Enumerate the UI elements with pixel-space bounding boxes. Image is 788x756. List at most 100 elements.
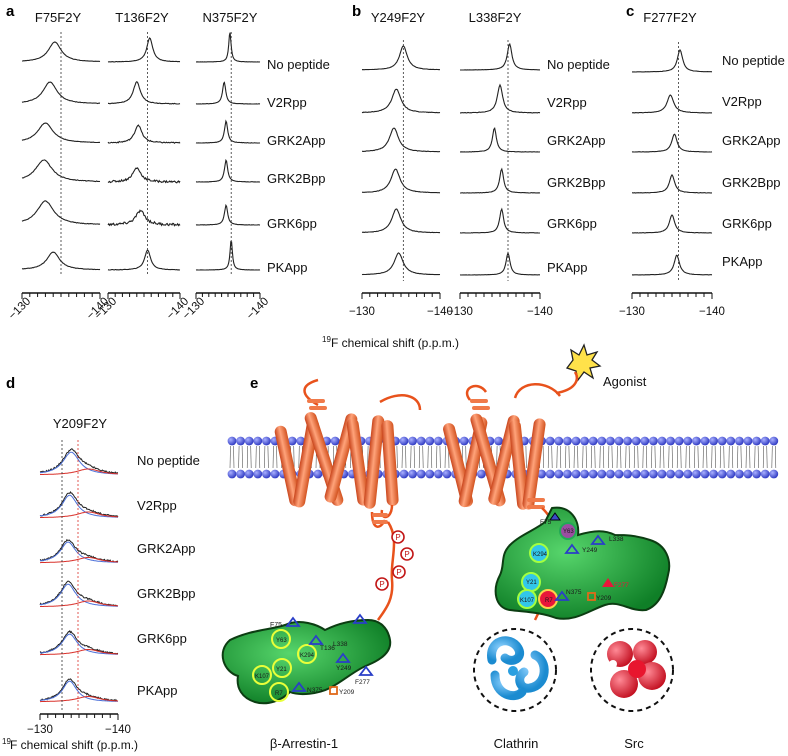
helix-8 xyxy=(527,505,545,509)
spectrum-trace xyxy=(21,159,101,183)
basal-residue-label: Y63 xyxy=(276,638,287,644)
lipid-tail xyxy=(439,445,441,469)
lipid-tail xyxy=(367,445,369,469)
active-residue-label: N375 xyxy=(566,589,582,596)
lipid-head xyxy=(752,469,761,479)
row-label-pkapp: PKApp xyxy=(267,260,307,275)
residue-y209-marker xyxy=(329,686,338,695)
lipid-tail xyxy=(264,445,266,469)
lipid-head xyxy=(545,436,555,446)
lipid-head xyxy=(709,436,718,446)
active-residue-label: Y63 xyxy=(563,529,574,535)
lipid-head xyxy=(408,436,417,446)
lipid-head xyxy=(580,469,589,479)
lipid-head xyxy=(399,469,409,479)
lipid-head xyxy=(554,436,564,446)
lipid-tail xyxy=(259,445,261,469)
lipid-head xyxy=(563,436,572,446)
basal-residue-label: F75 xyxy=(270,622,282,629)
spectrum-trace xyxy=(361,168,441,194)
n-terminal-tail xyxy=(555,371,579,395)
lipid-head xyxy=(262,469,271,479)
row-label-grk2bpp: GRK2Bpp xyxy=(137,586,196,601)
lipid-head xyxy=(236,436,246,446)
lipid-tail xyxy=(766,445,768,469)
lipid-tail xyxy=(560,445,562,469)
lipid-head xyxy=(692,469,701,479)
lipid-head xyxy=(236,469,246,479)
helix xyxy=(346,418,370,506)
lipid-tail xyxy=(418,445,420,469)
lipid-head xyxy=(606,469,615,479)
residue-y249-marker xyxy=(335,652,351,663)
lipid-head xyxy=(545,469,555,479)
residue-f277-marker xyxy=(602,578,614,587)
lipid-head xyxy=(313,469,323,479)
xaxis-label-text: F chemical shift (p.p.m.) xyxy=(331,336,459,350)
lipid-head xyxy=(717,469,727,479)
panel-label-c: c xyxy=(626,3,634,20)
lipid-tail xyxy=(714,445,716,469)
fit-component-blue xyxy=(39,633,118,655)
active-residue-label: Y249 xyxy=(582,547,598,554)
fit-component-red xyxy=(40,696,119,703)
row-labels-c: No peptide V2Rpp GRK2App GRK2Bpp GRK6pp … xyxy=(722,53,785,269)
lipid-head xyxy=(571,436,581,446)
spectrum-trace xyxy=(196,32,261,63)
spectrum-trace xyxy=(631,214,713,234)
lipid-tail xyxy=(590,445,592,469)
spectrum-trace xyxy=(361,88,441,114)
lipid-head xyxy=(606,436,615,446)
lipid-tail xyxy=(711,445,713,469)
lipid-tail xyxy=(702,445,704,469)
basal-residue-label: T136 xyxy=(320,645,335,652)
lipid-head xyxy=(537,469,546,479)
column-title-f75f2y: F75F2Y xyxy=(35,10,82,25)
spectra-f277f2y xyxy=(631,42,713,281)
lipid-head xyxy=(709,469,718,479)
lipid-head xyxy=(253,469,263,479)
lipid-tail xyxy=(654,445,656,469)
lipid-head xyxy=(640,469,650,479)
tick-label: −140 xyxy=(105,724,131,736)
spectrum-trace xyxy=(460,83,541,114)
lipid-tail xyxy=(496,445,498,469)
spectrum-trace xyxy=(107,209,181,227)
lipid-tail xyxy=(405,445,407,469)
row-label-grk2bpp: GRK2Bpp xyxy=(267,171,326,186)
spectrum-trace xyxy=(631,94,713,114)
lipid-head xyxy=(434,436,443,446)
spectra-l338f2y xyxy=(459,40,541,281)
spectrum-trace xyxy=(195,119,261,144)
lipid-tail xyxy=(603,445,605,469)
lipid-head xyxy=(416,469,426,479)
gpcr-active xyxy=(443,371,579,621)
lipid-head xyxy=(631,469,641,479)
helix xyxy=(381,420,399,506)
column-title-y209f2y: Y209F2Y xyxy=(53,416,108,431)
lipid-tail xyxy=(413,445,415,469)
column-title-t136f2y: T136F2Y xyxy=(115,10,169,25)
tick-label: −140 xyxy=(699,306,725,318)
lipid-tail xyxy=(250,445,252,469)
basal-residue-label: F277 xyxy=(355,679,370,686)
spectrum-trace xyxy=(361,208,441,234)
lipid-tail xyxy=(396,445,398,469)
lipid-tail xyxy=(556,445,558,469)
lipid-head xyxy=(270,469,280,479)
fit-component-red xyxy=(40,600,119,607)
spectra-y249f2y xyxy=(361,40,441,281)
tick-label: −140 xyxy=(427,306,453,318)
lipid-tail xyxy=(444,445,446,469)
lipid-head xyxy=(459,436,469,446)
basal-residue-label: Y21 xyxy=(276,667,287,673)
lipid-tail xyxy=(625,445,627,469)
helix-8 xyxy=(527,498,545,502)
spectrum-trace xyxy=(107,167,181,184)
x-axis xyxy=(631,292,713,299)
lipid-tail xyxy=(298,445,300,469)
arrestin-active: F75 Y63 L338 Y249 K294 Y21 F277 K107 R7 … xyxy=(494,506,671,620)
helix-cap xyxy=(472,406,490,410)
lipid-head xyxy=(683,469,693,479)
